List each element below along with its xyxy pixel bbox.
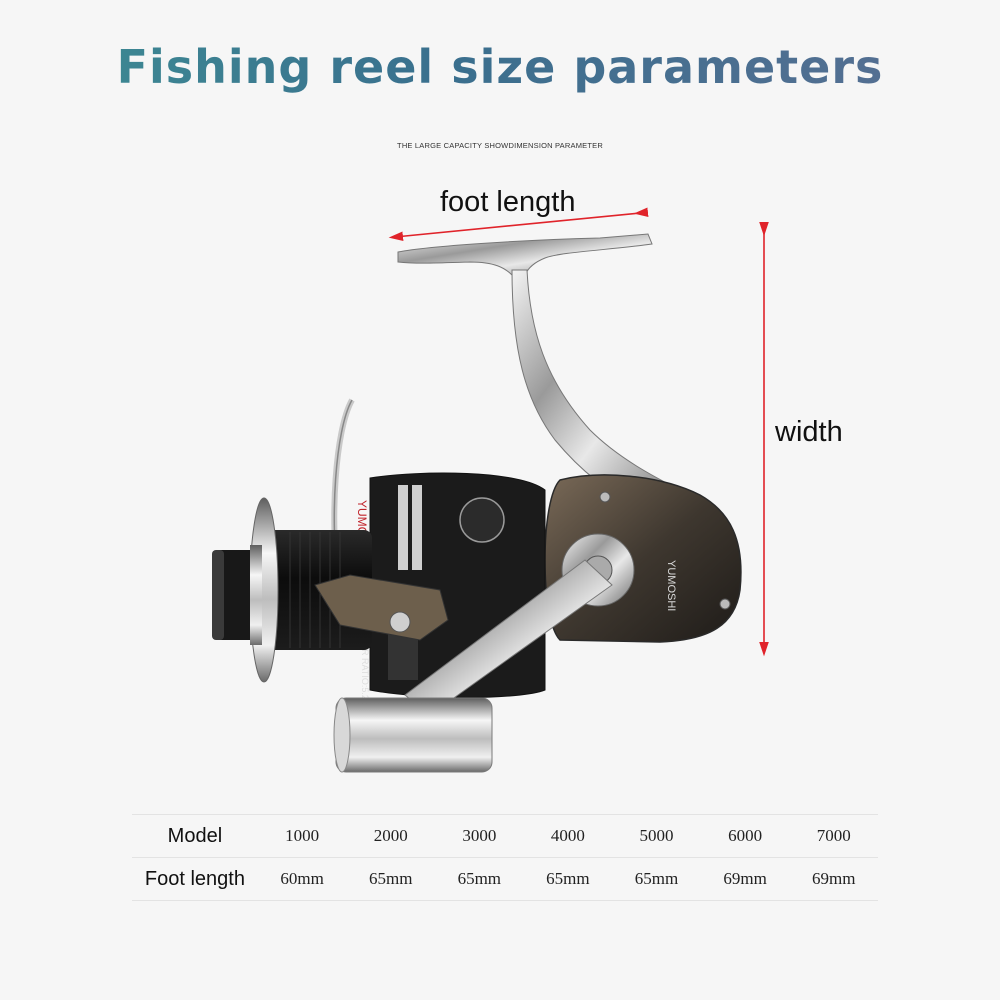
model-row: Model 1000 2000 3000 4000 5000 6000 7000: [132, 814, 878, 858]
reel-foot: [397, 233, 653, 276]
drag-knob: [212, 550, 262, 640]
bail-screw: [389, 611, 411, 633]
reel-illustration: YUMOSHI YUMOSHI GEAR RATIO:5.2:1: [212, 207, 769, 773]
body-brand-text: YUMOSHI: [665, 560, 677, 611]
page-subtitle: THE LARGE CAPACITY SHOWDIMENSION PARAMET…: [397, 141, 603, 150]
rotor-emblem: [459, 497, 505, 543]
bail-arm: [314, 574, 449, 641]
gear-ratio-text: GEAR RATIO:5.2:1: [360, 630, 370, 707]
model-cell: 1000: [285, 826, 320, 845]
width-label: width: [775, 416, 843, 448]
foot-length-cell: 65mm: [457, 869, 502, 888]
model-cell: 6000: [728, 826, 763, 845]
foot-length-cell: 65mm: [546, 869, 590, 888]
reel-stem: [511, 269, 692, 506]
model-cell: 3000: [462, 826, 497, 845]
foot-length-arrow: [388, 207, 649, 241]
model-header: Model: [167, 824, 223, 847]
handle-grip: [335, 697, 493, 773]
foot-length-label: foot length: [440, 186, 576, 218]
foot-length-row: Foot length 60mm 65mm 65mm 65mm 65mm 69m…: [132, 857, 878, 901]
foot-length-cell: 69mm: [723, 869, 767, 888]
foot-length-header: Foot length: [144, 867, 245, 890]
foot-length-cell: 65mm: [368, 869, 413, 888]
model-cell: 4000: [550, 826, 585, 845]
spec-table: Model 1000 2000 3000 4000 5000 6000 7000…: [132, 814, 878, 901]
model-cell: 2000: [373, 826, 408, 845]
foot-length-cell: 65mm: [634, 869, 679, 888]
foot-length-cell: 69mm: [811, 869, 856, 888]
page-title: Fishing reel size parameters: [0, 40, 1000, 94]
model-cell: 5000: [639, 826, 674, 845]
model-cell: 7000: [816, 826, 851, 845]
foot-length-cell: 60mm: [280, 869, 324, 888]
